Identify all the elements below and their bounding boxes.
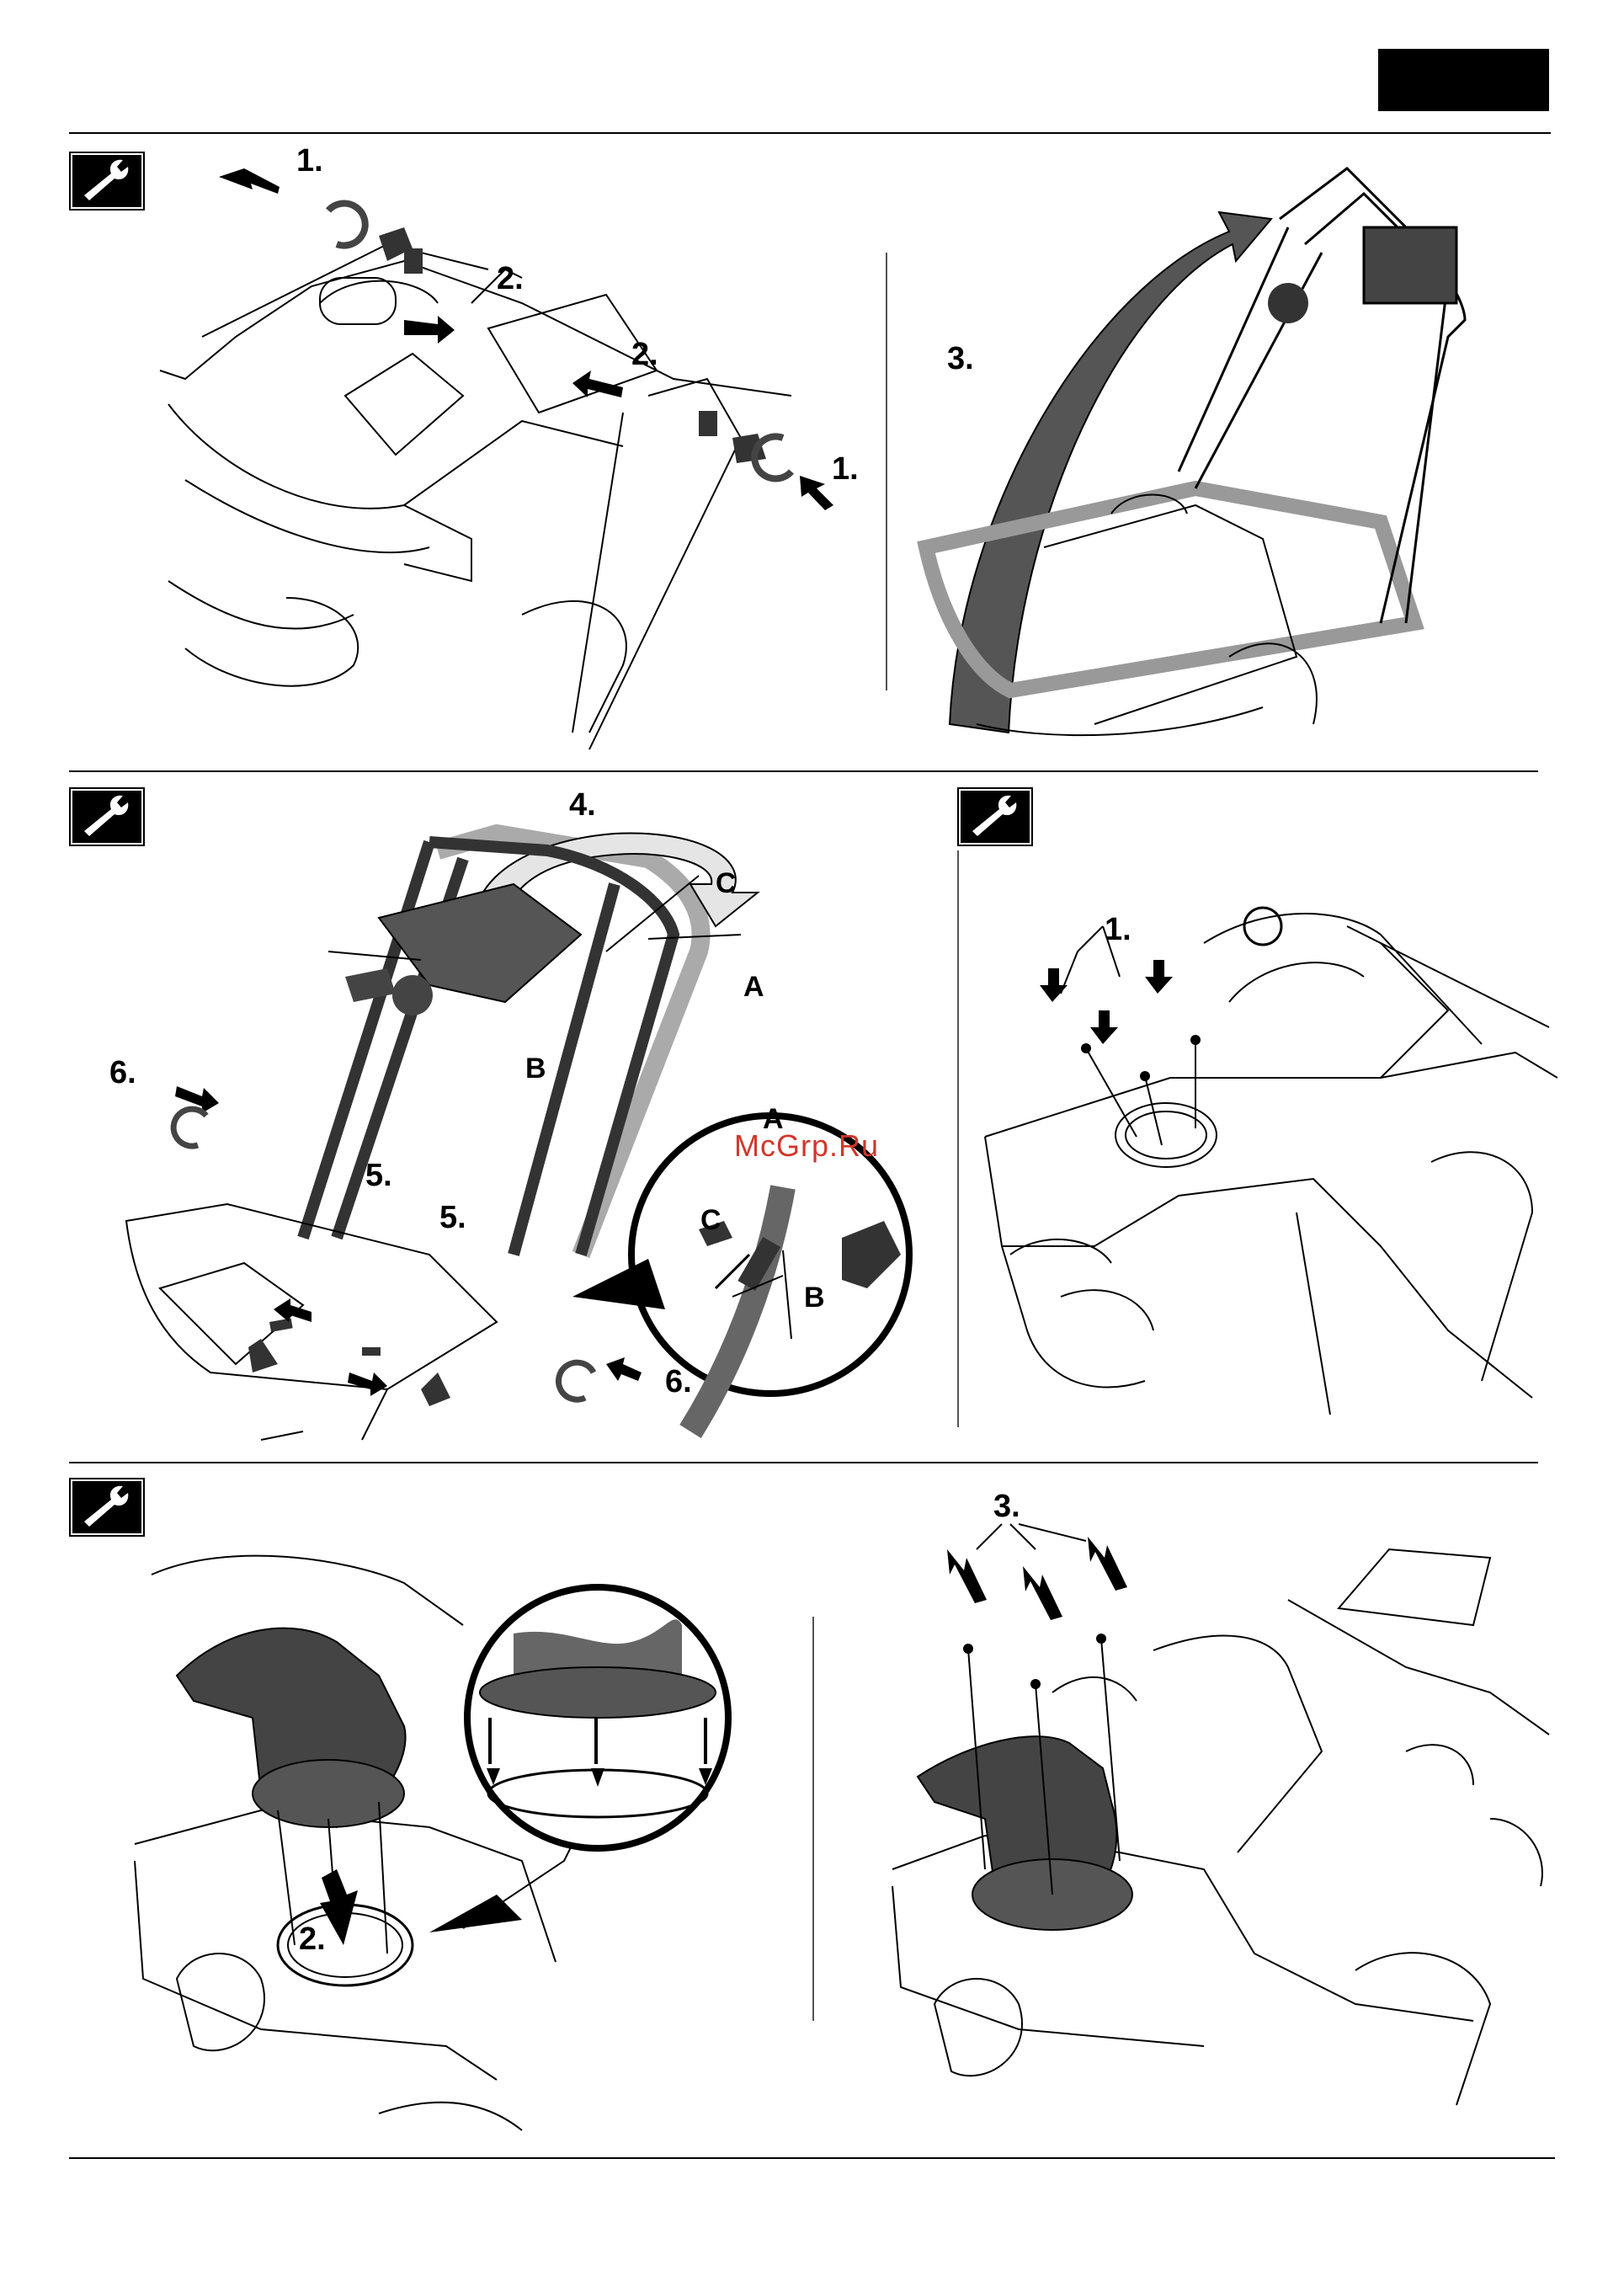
step-label: 2. [631,337,658,373]
illustration-raise-handle [909,152,1566,758]
step-label: 6. [109,1055,136,1091]
step-label: 1. [832,451,859,488]
step-label: 4. [569,787,596,824]
row-divider-1 [69,770,1538,772]
panel-separator [812,1617,814,2021]
illustration-fasten-chute [884,1499,1557,2147]
section-tab [1378,49,1549,111]
step-label: 5. [365,1158,392,1194]
step-label: 3. [993,1489,1020,1525]
illustration-remove-chute-screws [977,859,1557,1415]
step-label: 2. [299,1922,326,1958]
row-divider-2 [69,1462,1538,1463]
step-label: 6. [665,1364,692,1400]
step-label: 1. [296,143,323,179]
illustration-remove-knobs [152,143,876,766]
panel-separator [957,850,959,1427]
wrench-icon [69,152,145,211]
wrench-icon [957,787,1033,846]
part-label: C [700,1204,721,1237]
step-label: 2. [497,261,524,297]
part-label: A [743,971,764,1004]
step-label: 1. [1105,912,1131,948]
illustration-install-chute [126,1507,800,2147]
part-label: B [804,1282,825,1314]
step-label: 3. [947,341,974,377]
bottom-divider [69,2157,1555,2159]
panel-separator [886,253,887,690]
step-label: 5. [439,1200,466,1236]
top-divider [69,132,1551,134]
illustration-fasten-handle [109,783,943,1448]
part-label: C [716,867,737,900]
watermark: McGrp.Ru [734,1128,879,1164]
part-label: B [525,1053,546,1085]
